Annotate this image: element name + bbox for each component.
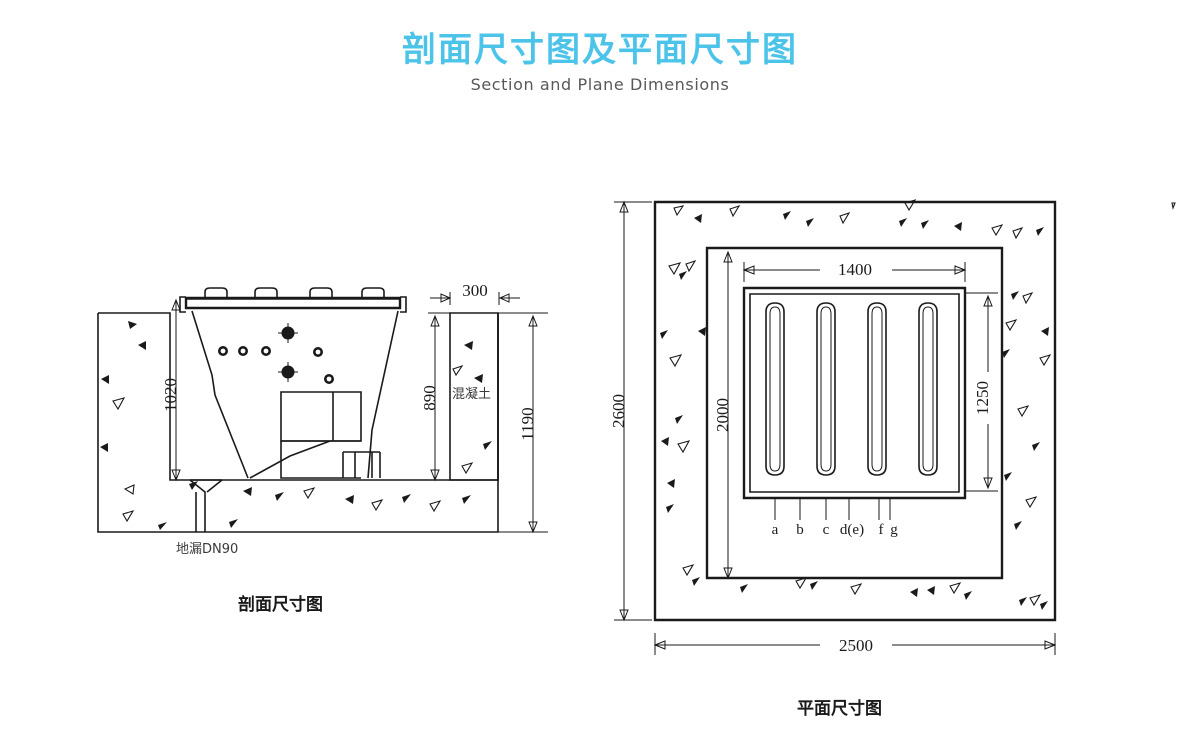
- section-hatch-left: [100, 321, 167, 530]
- jet-nozzle-group: [218, 323, 334, 384]
- page-subtitle: Section and Plane Dimensions: [470, 75, 730, 94]
- dim-1190: 1190: [498, 312, 548, 534]
- section-right-concrete-block: [449, 312, 499, 481]
- dim-value-1250: 1250: [973, 381, 992, 415]
- dim-value-300: 300: [462, 281, 488, 300]
- callout-label-b: b: [796, 522, 804, 538]
- plan-view-group: 2600 2000 1400: [609, 199, 1176, 657]
- section-hatch-bottom: [189, 481, 471, 528]
- dim-1250: 1250: [965, 292, 1000, 492]
- section-hatch-right: [452, 341, 492, 475]
- plan-outer-rect: [653, 200, 1057, 622]
- jet-nozzle-small-group: [218, 346, 334, 384]
- section-view-caption: 剖面尺寸图: [238, 595, 323, 615]
- plan-tub-inner: [749, 293, 960, 493]
- dim-value-2600: 2600: [609, 394, 628, 428]
- dim-1400: 1400: [742, 258, 967, 282]
- callout-label-de: d(e): [840, 522, 864, 538]
- title-block: 剖面尺寸图及平面尺寸图 Section and Plane Dimensions: [0, 28, 1200, 96]
- dim-value-1400: 1400: [838, 260, 872, 279]
- dim-value-1190: 1190: [518, 407, 537, 440]
- dim-2000: 2000: [713, 247, 742, 580]
- plan-slot-4: [918, 302, 938, 476]
- plan-slot-3: [867, 302, 887, 476]
- plan-slot-2: [816, 302, 836, 476]
- dim-2600: 2600: [609, 200, 652, 622]
- dim-890: 890: [420, 312, 452, 482]
- section-concrete-outline: [97, 312, 499, 533]
- plan-inner-rect: [705, 246, 1004, 580]
- plan-view-caption: 平面尺寸图: [797, 699, 882, 719]
- dim-value-2500: 2500: [839, 636, 873, 655]
- plan-hatch: [660, 199, 1176, 610]
- plan-slot-1: [765, 302, 785, 476]
- dim-value-890: 890: [420, 385, 439, 411]
- callout-label-c: c: [823, 522, 830, 538]
- section-view-group: 混凝土: [97, 281, 548, 534]
- plan-slot-group: [765, 302, 938, 476]
- bathtub-section-body: [179, 287, 407, 479]
- plan-tub-outer: [742, 286, 967, 500]
- jet-nozzle-large-2: [278, 362, 298, 382]
- dim-1020: 1020: [161, 298, 181, 482]
- floor-drain: [189, 479, 223, 532]
- drain-label-text: 地漏DN90: [176, 541, 238, 557]
- dim-2500: 2500: [653, 633, 1057, 657]
- plan-callout-labels: a b c d(e) f g: [772, 522, 899, 538]
- dim-value-2000: 2000: [713, 398, 732, 432]
- jet-nozzle-large: [278, 323, 298, 343]
- material-label: 混凝土: [452, 386, 491, 402]
- callout-label-f: f: [879, 522, 884, 538]
- plan-callout-leaders: [774, 498, 891, 520]
- dim-300: 300: [430, 281, 520, 305]
- page-title: 剖面尺寸图及平面尺寸图: [402, 30, 798, 70]
- callout-label-a: a: [772, 522, 779, 538]
- callout-label-g: g: [890, 522, 898, 538]
- dim-value-1020: 1020: [161, 378, 180, 412]
